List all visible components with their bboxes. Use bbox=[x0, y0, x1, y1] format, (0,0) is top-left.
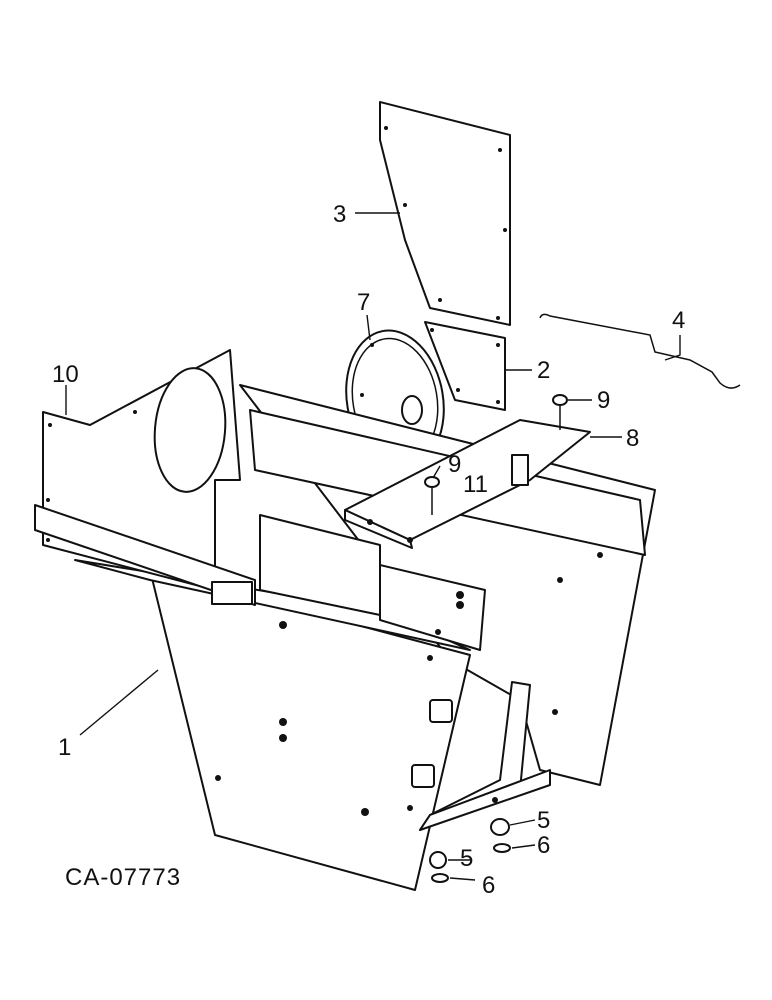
drawing-code: CA-07773 bbox=[65, 864, 181, 891]
callout-4: 4 bbox=[672, 307, 685, 334]
callout-9-lower: 9 bbox=[448, 451, 461, 478]
callout-10: 10 bbox=[52, 361, 79, 388]
callout-1: 1 bbox=[58, 734, 71, 761]
leader-lines bbox=[65, 212, 681, 881]
panel-part-3 bbox=[379, 101, 511, 326]
side-panel-part-10 bbox=[34, 349, 256, 606]
washer-part-6-lower bbox=[431, 873, 449, 883]
bolt-part-9-lower bbox=[424, 476, 440, 515]
bolt-part-9-upper bbox=[552, 394, 568, 430]
callout-8: 8 bbox=[626, 425, 639, 452]
callout-5-upper: 5 bbox=[537, 807, 550, 834]
cover-part-8 bbox=[344, 419, 591, 549]
rod-part-4 bbox=[539, 313, 741, 389]
callout-11: 11 bbox=[463, 471, 488, 498]
plate-part-2 bbox=[424, 321, 506, 411]
washer-part-6-upper bbox=[493, 843, 511, 853]
callout-9-upper: 9 bbox=[597, 387, 610, 414]
callout-6-lower: 6 bbox=[482, 872, 495, 899]
bushing-part-5-upper bbox=[490, 818, 510, 836]
bushing-part-5-lower bbox=[429, 851, 447, 869]
callout-6-upper: 6 bbox=[537, 832, 550, 859]
callout-5-lower: 5 bbox=[460, 845, 473, 872]
callout-7: 7 bbox=[357, 289, 370, 316]
callout-3: 3 bbox=[333, 201, 346, 228]
callout-2: 2 bbox=[537, 357, 550, 384]
